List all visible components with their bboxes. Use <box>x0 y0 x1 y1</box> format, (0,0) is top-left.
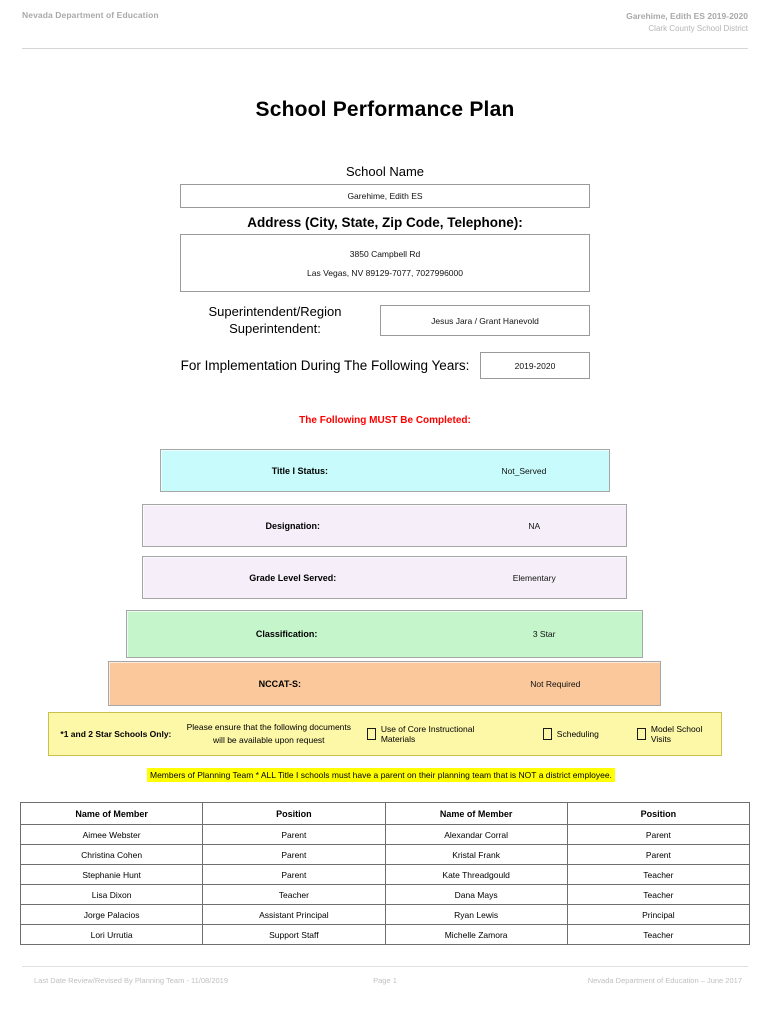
column-header-position-2: Position <box>566 802 751 825</box>
star-schools-label: *1 and 2 Star Schools Only: <box>60 729 172 739</box>
status-bar-nccat-s[interactable]: NCCAT-S: Not Required <box>108 661 661 706</box>
status-bar-designation-label: Designation: <box>265 520 320 531</box>
member-name: Jorge Palacios <box>19 904 204 925</box>
checkbox-icon[interactable] <box>636 728 646 740</box>
column-header-position-1: Position <box>202 802 386 825</box>
address-line-1: 3850 Campbell Rd <box>349 248 421 259</box>
member-position: Teacher <box>566 864 751 885</box>
member-position: Teacher <box>202 884 386 905</box>
status-bar-designation[interactable]: Designation: NA <box>142 504 627 547</box>
status-bar-designation-value: NA <box>528 520 541 531</box>
status-bar-nccat-s-value: Not Required <box>530 678 581 689</box>
header-district-name: Clark County School District <box>648 23 748 33</box>
header-agency-name: Nevada Department of Education <box>22 10 159 20</box>
footer-divider <box>22 966 748 967</box>
school-name-field[interactable]: Garehime, Edith ES <box>180 184 590 208</box>
status-bar-nccat-s-label: NCCAT-S: <box>258 678 301 689</box>
column-header-name-2: Name of Member <box>384 802 568 825</box>
checkbox-core-instructional-materials[interactable]: Use of Core Instructional Materials <box>366 724 505 744</box>
status-bar-title-i-label: Title I Status: <box>271 465 329 476</box>
member-name: Michelle Zamora <box>384 924 568 945</box>
superintendent-label: Superintendent/Region Superintendent: <box>208 304 342 336</box>
member-position: Parent <box>202 864 386 885</box>
member-position: Assistant Principal <box>202 904 386 925</box>
member-name: Stephanie Hunt <box>19 864 204 885</box>
table-row: Aimee Webster Parent Alexandar Corral Pa… <box>19 824 751 845</box>
table-header-row: Name of Member Position Name of Member P… <box>19 802 751 825</box>
member-position: Parent <box>566 824 751 845</box>
address-label: Address (City, State, Zip Code, Telephon… <box>247 215 523 230</box>
checkbox-scheduling-label: Scheduling <box>556 729 599 739</box>
member-position: Teacher <box>566 924 751 945</box>
member-name: Kristal Frank <box>384 844 568 865</box>
checkbox-core-instructional-materials-label: Use of Core Instructional Materials <box>380 724 475 744</box>
superintendent-field[interactable]: Jesus Jara / Grant Hanevold <box>380 305 590 336</box>
table-row: Lori Urrutia Support Staff Michelle Zamo… <box>19 924 751 945</box>
footer-page-number: Page 1 <box>373 976 397 985</box>
checkbox-icon[interactable] <box>542 728 552 740</box>
member-name: Alexandar Corral <box>384 824 568 845</box>
member-position: Parent <box>202 844 386 865</box>
member-name: Ryan Lewis <box>384 904 568 925</box>
compliance-strip: *1 and 2 Star Schools Only: Please ensur… <box>48 712 722 756</box>
member-position: Principal <box>566 904 751 925</box>
implementation-years-label: For Implementation During The Following … <box>180 358 470 373</box>
member-position: Teacher <box>566 884 751 905</box>
implementation-years-field[interactable]: 2019-2020 <box>480 352 590 379</box>
member-name: Dana Mays <box>384 884 568 905</box>
checkbox-model-school-visits[interactable]: Model School Visits <box>636 724 721 744</box>
footer-source: Nevada Department of Education – June 20… <box>587 976 742 985</box>
table-row: Lisa Dixon Teacher Dana Mays Teacher <box>19 884 751 905</box>
checkbox-icon[interactable] <box>366 728 376 740</box>
member-name: Kate Threadgould <box>384 864 568 885</box>
member-position: Parent <box>202 824 386 845</box>
column-header-name-1: Name of Member <box>19 802 204 825</box>
must-be-completed-notice: The Following MUST Be Completed: <box>299 415 471 426</box>
member-position: Parent <box>566 844 751 865</box>
status-bar-title-i[interactable]: Title I Status: Not_Served <box>160 449 610 492</box>
status-bar-grade-level[interactable]: Grade Level Served: Elementary <box>142 556 627 599</box>
status-bar-grade-level-value: Elementary <box>512 572 556 583</box>
page-header: Nevada Department of Education Garehime,… <box>22 10 748 48</box>
member-name: Lori Urrutia <box>19 924 204 945</box>
checkbox-model-school-visits-label: Model School Visits <box>650 724 703 744</box>
planning-team-note: Members of Planning Team * ALL Title I s… <box>147 768 615 782</box>
planning-team-members-table: Name of Member Position Name of Member P… <box>19 802 751 945</box>
table-row: Christina Cohen Parent Kristal Frank Par… <box>19 844 751 865</box>
header-school-info: Garehime, Edith ES 2019-2020 Clark Count… <box>626 10 748 35</box>
address-field[interactable]: 3850 Campbell Rd Las Vegas, NV 89129-707… <box>180 234 590 292</box>
footer-revision-date: Last Date Review/Revised By Planning Tea… <box>34 976 229 985</box>
address-line-2: Las Vegas, NV 89129-7077, 7027996000 <box>307 267 463 278</box>
document-availability-text: Please ensure that the following documen… <box>186 722 352 745</box>
table-row: Jorge Palacios Assistant Principal Ryan … <box>19 904 751 925</box>
member-name: Christina Cohen <box>19 844 204 865</box>
school-name-label: School Name <box>345 164 425 179</box>
status-bar-title-i-value: Not_Served <box>501 465 547 476</box>
page-title: School Performance Plan <box>255 98 515 121</box>
member-position: Support Staff <box>202 924 386 945</box>
status-bar-classification-label: Classification: <box>255 629 318 639</box>
page-footer: Last Date Review/Revised By Planning Tea… <box>22 968 748 990</box>
status-bar-grade-level-label: Grade Level Served: <box>249 572 337 583</box>
status-bar-classification[interactable]: Classification: 3 Star <box>126 610 643 658</box>
table-row: Stephanie Hunt Parent Kate Threadgould T… <box>19 864 751 885</box>
checkbox-scheduling[interactable]: Scheduling <box>542 728 599 740</box>
header-divider <box>22 48 748 49</box>
member-name: Aimee Webster <box>19 824 204 845</box>
header-school-year: Garehime, Edith ES 2019-2020 <box>626 11 748 21</box>
status-bar-classification-value: 3 Star <box>532 629 556 639</box>
member-name: Lisa Dixon <box>19 884 204 905</box>
